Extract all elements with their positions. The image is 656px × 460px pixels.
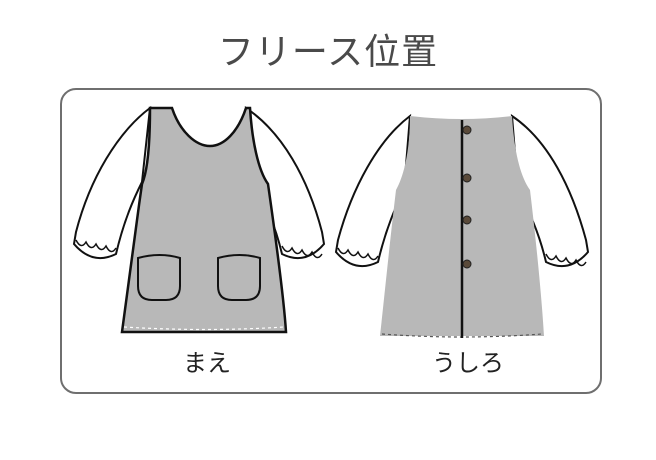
- illustration-frame: [60, 88, 602, 394]
- front-label: まえ: [183, 349, 231, 377]
- back-left-sleeve: [334, 113, 412, 268]
- page-title: フリース位置: [217, 32, 439, 73]
- back-button: [462, 125, 472, 135]
- back-button: [462, 259, 472, 269]
- back-garment: [334, 113, 590, 338]
- back-label: うしろ: [432, 349, 504, 377]
- front-garment: [72, 105, 326, 334]
- front-left-pocket: [137, 254, 181, 301]
- front-right-pocket: [217, 254, 261, 301]
- back-button: [462, 173, 472, 183]
- front-left-sleeve: [72, 105, 152, 260]
- back-button: [462, 215, 472, 225]
